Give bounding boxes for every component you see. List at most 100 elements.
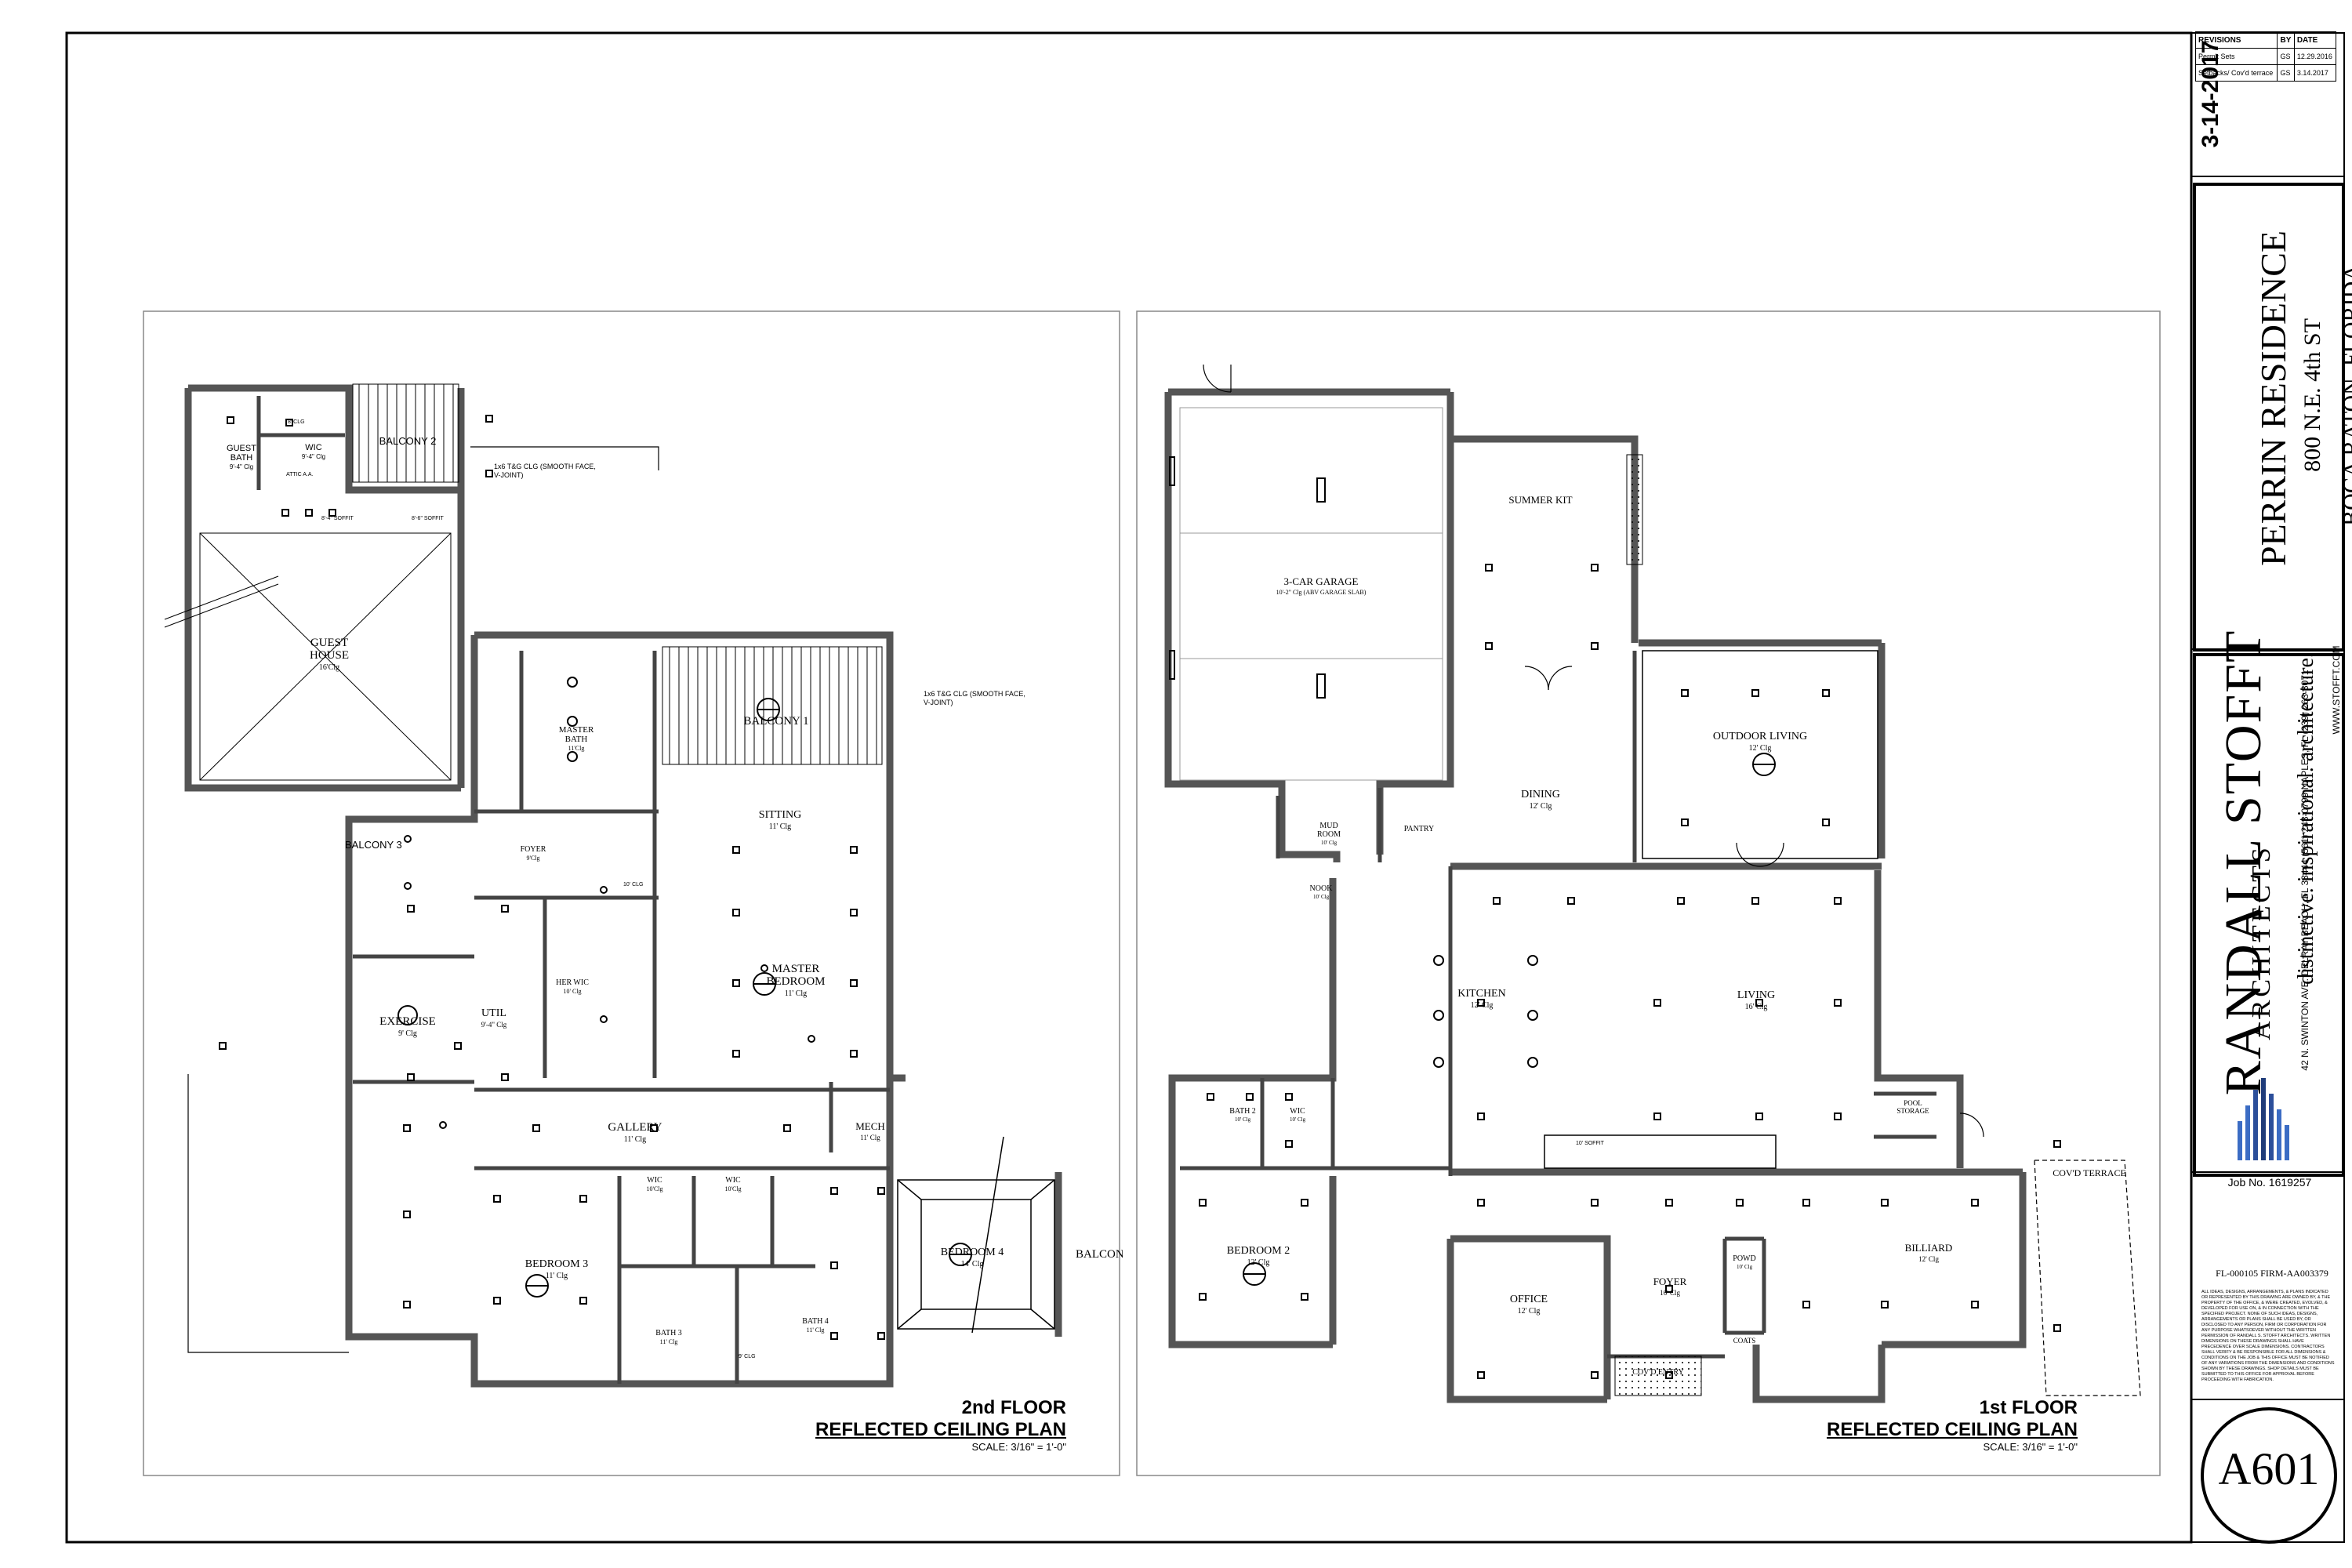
room-label-living: LIVING 16' Clg [1725, 989, 1788, 1013]
plan-scale: SCALE: 3/16" = 1'-0" [1983, 1441, 2078, 1453]
room-label-bedroom-2: BEDROOM 2 12' Clg [1223, 1245, 1294, 1269]
soffit-note-10: 10' SOFFIT [1576, 1141, 1604, 1146]
room-name: 3-CAR GARAGE [1283, 575, 1359, 587]
room-label-wic-3: WIC 10'Clg [635, 1176, 674, 1193]
room-label-balcon: BALCON [1076, 1248, 1123, 1261]
first-floor-ceiling-fans [1243, 753, 1776, 1286]
room-label-pantry: PANTRY [1396, 825, 1443, 833]
room-label-master-bath: MASTER BATH 11'Clg [549, 725, 604, 753]
room-ceiling: 12' Clg [1529, 802, 1552, 811]
room-label-mech: MECH 11' Clg [847, 1121, 894, 1143]
room-name: BALCONY 2 [379, 435, 437, 447]
room-ceiling: 10' Clg [1320, 840, 1338, 846]
room-name: NOOK [1309, 884, 1333, 893]
room-ceiling: 14' Clg [960, 1260, 984, 1269]
room-label-coats: COATS [1729, 1337, 1760, 1345]
room-label-balcony-2: BALCONY 2 [376, 435, 439, 447]
room-ceiling: 16' Clg [1744, 1003, 1768, 1011]
soffit-band [1544, 1134, 1777, 1169]
room-name: BILLIARD [1904, 1242, 1953, 1254]
plan-scale: SCALE: 3/16" = 1'-0" [971, 1441, 1066, 1453]
firm-website: WWW.STOFFT.COM [2331, 645, 2342, 735]
room-ceiling: 12' Clg [1470, 1001, 1494, 1010]
room-label-exercise: EXERCISE 9' Clg [376, 1015, 439, 1040]
room-label-nook: NOOK 10' Clg [1301, 884, 1341, 902]
room-label-balcony-1: BALCONY 1 [741, 715, 811, 728]
room-name: BATH 3 [655, 1329, 682, 1338]
room-ceiling: 12' Clg [1247, 1258, 1270, 1267]
room-ceiling: 16'Clg [318, 663, 340, 672]
room-label-wic-4: WIC 10'Clg [713, 1176, 753, 1193]
revision-row: Permit Sets GS 12.29.2016 [2194, 48, 2337, 65]
first-floor-plan [1164, 364, 2141, 1403]
firm-address: 42 N. SWINTON AVE. DELRAY BEACH, FL 3344… [2299, 670, 2310, 1071]
room-label-mud-room: MUD ROOM 10' Clg [1309, 822, 1348, 848]
room-ceiling: 9'-4" Clg [301, 453, 326, 460]
room-name: PANTRY [1403, 825, 1435, 833]
plan-title: 2nd FLOOR [961, 1397, 1066, 1418]
room-label-her-wic: HER WIC 10' Clg [549, 978, 596, 996]
revisions-header: REVISIONS [2194, 31, 2278, 49]
room-name: HER WIC [556, 978, 589, 987]
room-ceiling: 11' Clg [860, 1134, 880, 1142]
room-name: DINING [1521, 789, 1560, 800]
covd-terrace-outline [2034, 1160, 2141, 1396]
room-name: FOYER [1653, 1276, 1687, 1287]
room-ceiling: 12' Clg [1748, 744, 1772, 753]
firm-info-box [2193, 653, 2345, 1177]
revision-date: 12.29.2016 [2293, 48, 2337, 65]
room-name: COATS [1733, 1337, 1756, 1345]
revisions-header-row: REVISIONS BY DATE [2194, 31, 2337, 49]
revision-desc: Permit Sets [2194, 48, 2278, 65]
room-name: SITTING [758, 809, 802, 821]
room-label-wic-1st: WIC 10' Clg [1278, 1107, 1317, 1124]
plan-title: 1st FLOOR [1979, 1397, 2078, 1418]
soffit-note-8-6: 8'-6" SOFFIT [412, 516, 444, 521]
room-label-sitting: SITTING 11' Clg [749, 809, 811, 833]
room-ceiling: 12' Clg [1918, 1255, 1939, 1263]
room-name: EXERCISE [379, 1015, 436, 1028]
room-name: SUMMER KIT [1508, 494, 1573, 506]
room-name: OUTDOOR LIVING [1712, 731, 1808, 742]
balcony2-deck [352, 383, 459, 483]
sheet-number: A601 [2218, 1443, 2320, 1494]
guest-house-ceiling-lines [164, 532, 452, 781]
room-ceiling: 9'Clg [526, 855, 540, 862]
room-label-balcony-3: BALCONY 3 [345, 839, 416, 851]
room-name: OFFICE [1509, 1294, 1548, 1305]
clg-note-8: 8' CLG [288, 419, 305, 425]
first-floor-plan-title: 1st FLOOR REFLECTED CEILING PLAN SCALE: … [1795, 1397, 2078, 1453]
garage-slab-lines [1179, 407, 1443, 781]
second-floor-walls [184, 384, 1062, 1388]
room-name: WIC [1290, 1107, 1305, 1116]
room-ceiling: 10'-2" Clg (ABV GARAGE SLAB) [1276, 589, 1367, 596]
outdoor-living-frame [1642, 650, 1878, 859]
room-ceiling: 9'-4" Clg [481, 1021, 507, 1029]
project-info-box [2193, 183, 2345, 652]
room-label-billiard: BILLIARD 12' Clg [1893, 1243, 1964, 1265]
room-ceiling: 11' Clg [806, 1327, 825, 1334]
room-name: LIVING [1737, 989, 1776, 1001]
room-name: WIC [305, 443, 322, 452]
firm-license: FL-000105 FIRM-AA003379 [2216, 1268, 2328, 1279]
room-label-master-bedroom: MASTER BEDROOM 11' Clg [760, 963, 831, 1000]
room-ceiling: 10' Clg [1736, 1264, 1753, 1270]
room-label-covd-entry: COV'D ENTRY [1631, 1368, 1686, 1377]
second-floor-viewport [143, 310, 1120, 1476]
room-name: COV'D TERRACE [2053, 1167, 2126, 1178]
room-label-util: UTIL 9'-4" Clg [470, 1007, 517, 1031]
room-label-outdoor-living: OUTDOOR LIVING 12' Clg [1709, 731, 1811, 754]
room-name: BALCON [1076, 1248, 1123, 1261]
room-label-bedroom-4: BEDROOM 4 14' Clg [937, 1247, 1007, 1270]
room-label-office: OFFICE 12' Clg [1497, 1294, 1560, 1317]
first-floor-fixtures [1169, 456, 2061, 1379]
room-name: POOL STORAGE [1896, 1099, 1929, 1115]
room-ceiling: 11' Clg [784, 989, 808, 998]
room-name: WIC [725, 1176, 741, 1185]
room-name: WIC [647, 1176, 662, 1185]
summer-kit-screen [1626, 454, 1643, 565]
revision-row: Setbacks/ Cov'd terrace GS 3.14.2017 [2194, 64, 2337, 82]
room-ceiling: 9' Clg [398, 1029, 417, 1038]
project-name: PERRIN RESIDENCE [2253, 230, 2293, 567]
revision-date: 3.14.2017 [2293, 64, 2337, 82]
